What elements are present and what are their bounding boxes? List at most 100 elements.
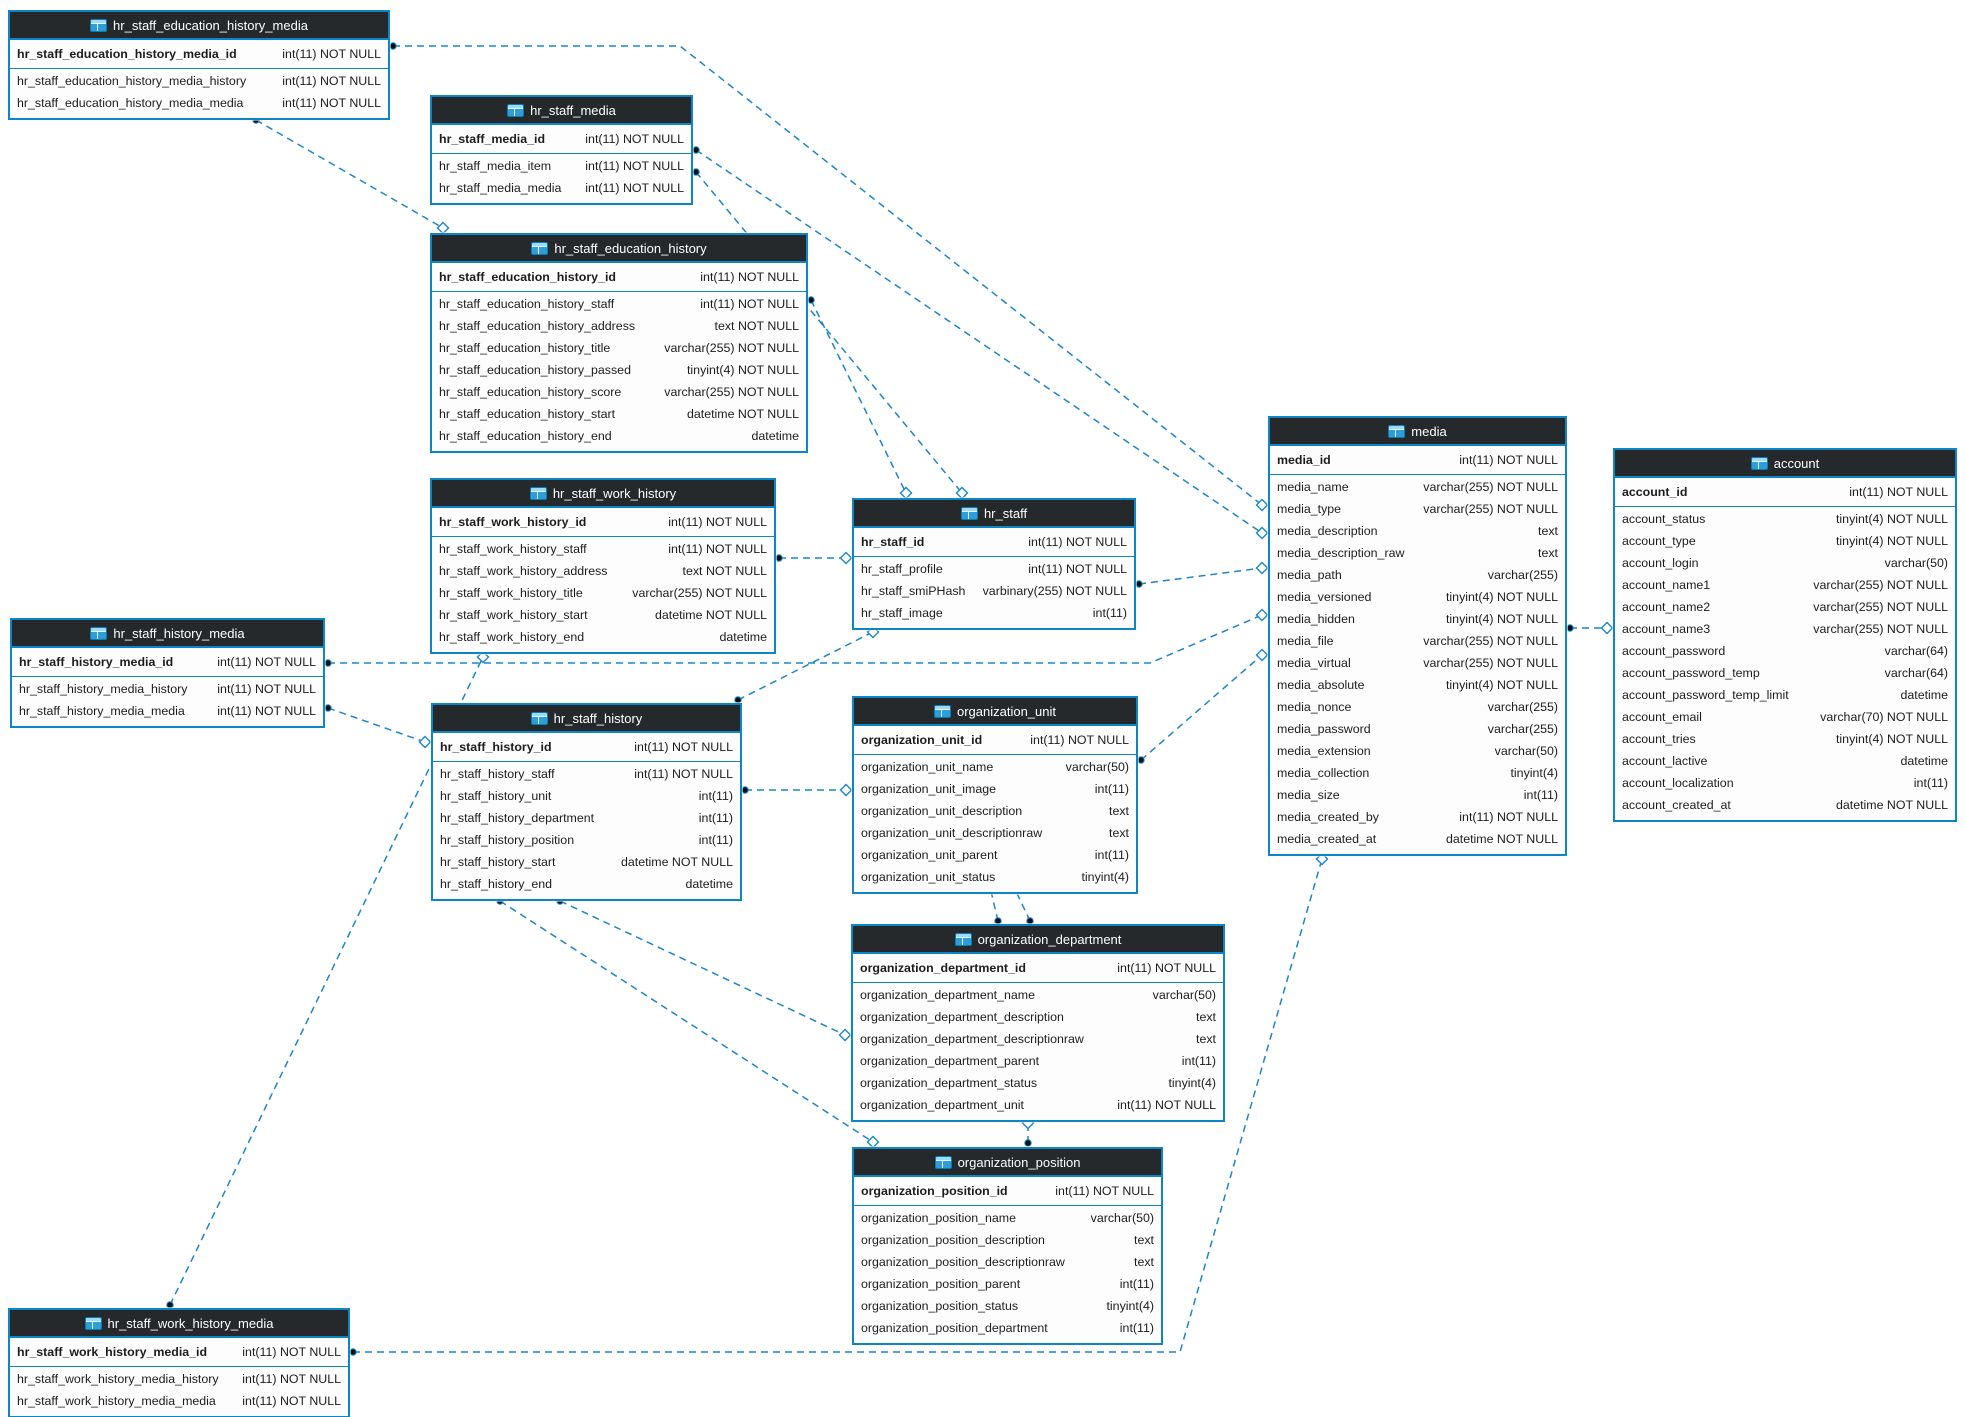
table-header[interactable]: hr_staff_work_history_media bbox=[10, 1310, 348, 1338]
table-hr_staff_work_history_media[interactable]: hr_staff_work_history_media hr_staff_work… bbox=[8, 1308, 350, 1417]
table-header[interactable]: hr_staff_education_history_media bbox=[10, 12, 388, 40]
table-header[interactable]: account bbox=[1615, 450, 1955, 478]
relationship-hr_staff_work_history_media-media[interactable] bbox=[349, 852, 1329, 1356]
table-header[interactable]: organization_department bbox=[853, 926, 1223, 954]
table-header[interactable]: hr_staff_history_media bbox=[12, 620, 323, 648]
table-header[interactable]: organization_unit bbox=[854, 698, 1136, 726]
table-header[interactable]: hr_staff_education_history bbox=[432, 235, 806, 263]
relationship-hr_staff_education_history-hr_staff[interactable] bbox=[807, 296, 913, 500]
relationship-hr_staff_history_media-hr_staff_history[interactable] bbox=[324, 704, 432, 749]
relationship-hr_staff_education_history_media-media[interactable] bbox=[389, 42, 1269, 512]
table-organization_department[interactable]: organization_department organization_depa… bbox=[851, 924, 1225, 1122]
relationship-hr_staff_work_history-hr_staff[interactable] bbox=[775, 551, 853, 565]
relationship-hr_staff_history-organization_department[interactable] bbox=[556, 897, 852, 1042]
relationship-hr_staff_media-media[interactable] bbox=[692, 146, 1269, 540]
table-header[interactable]: organization_position bbox=[854, 1149, 1161, 1177]
table-hr_staff_history_media[interactable]: hr_staff_history_media hr_staff_history_m… bbox=[10, 618, 325, 728]
relationship-hr_staff_work_history_media-hr_staff_work_history[interactable] bbox=[166, 650, 490, 1309]
table-organization_position[interactable]: organization_position organization_positi… bbox=[852, 1147, 1163, 1345]
relationship-organization_unit-media[interactable] bbox=[1137, 648, 1269, 764]
table-header[interactable]: hr_staff_history bbox=[433, 705, 740, 733]
